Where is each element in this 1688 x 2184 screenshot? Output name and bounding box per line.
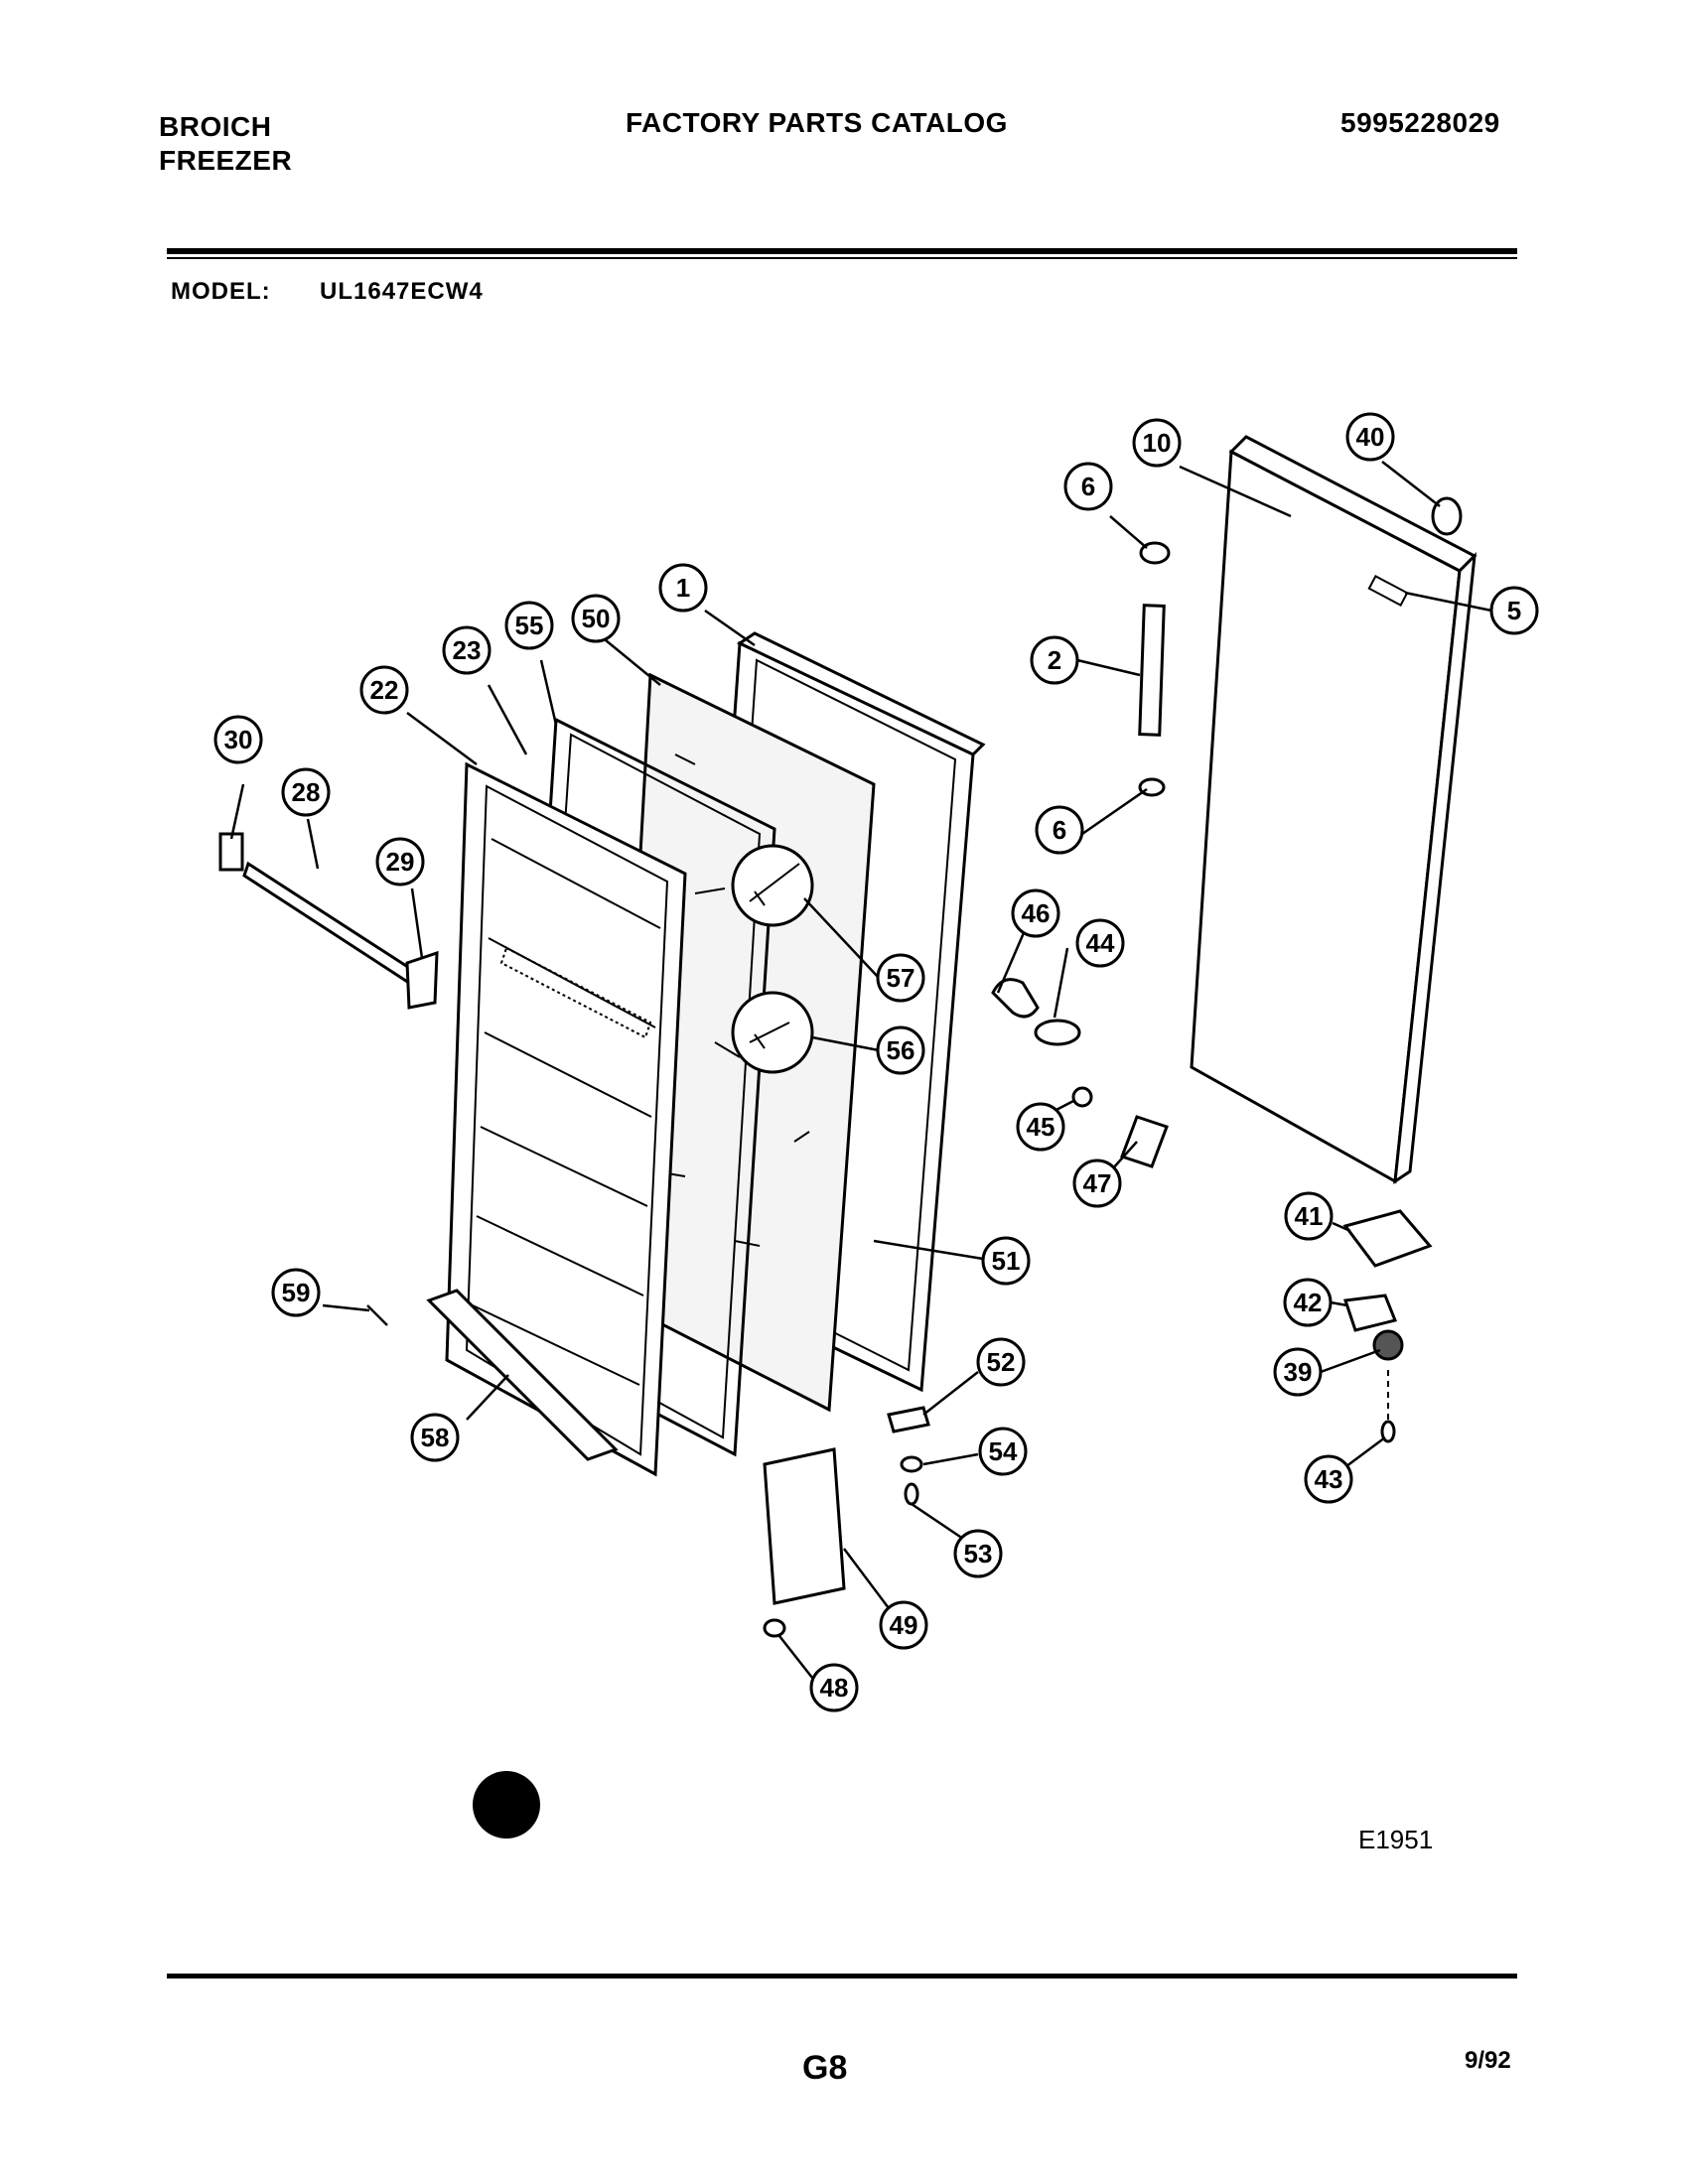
svg-text:42: 42 (1294, 1288, 1323, 1317)
model-label: MODEL: (171, 278, 271, 305)
callout-41: 41 (1284, 1191, 1334, 1241)
screw-59 (366, 1304, 388, 1326)
screw-detail-56 (731, 991, 814, 1074)
svg-text:48: 48 (820, 1673, 849, 1703)
callout-42: 42 (1283, 1278, 1333, 1327)
svg-text:44: 44 (1086, 928, 1115, 958)
svg-text:59: 59 (282, 1278, 311, 1307)
callout-1: 1 (658, 563, 708, 613)
callout-49: 49 (879, 1600, 928, 1650)
callout-5: 5 (1489, 586, 1539, 635)
callout-51: 51 (981, 1236, 1031, 1286)
callout-30: 30 (213, 715, 263, 764)
svg-text:2: 2 (1048, 645, 1061, 675)
diagram-code: E1951 (1358, 1825, 1434, 1854)
page-number: G8 (802, 2049, 848, 2087)
svg-text:49: 49 (890, 1610, 918, 1640)
svg-text:10: 10 (1143, 428, 1172, 458)
callout-29: 29 (375, 837, 425, 887)
svg-text:52: 52 (987, 1347, 1016, 1377)
svg-text:47: 47 (1083, 1168, 1112, 1198)
header-rule (167, 248, 1517, 254)
svg-text:6: 6 (1053, 815, 1066, 845)
callout-6-top: 6 (1063, 462, 1113, 511)
callout-58: 58 (410, 1413, 460, 1462)
door-stop-parts (991, 978, 1169, 1168)
svg-text:50: 50 (582, 604, 611, 633)
callout-2: 2 (1030, 635, 1079, 685)
svg-text:39: 39 (1284, 1357, 1313, 1387)
hinge-parts (1342, 496, 1463, 1443)
callout-23: 23 (442, 625, 492, 675)
page-date: 9/92 (1465, 2047, 1511, 2074)
svg-text:40: 40 (1356, 422, 1385, 452)
callout-53: 53 (953, 1529, 1003, 1578)
svg-text:55: 55 (515, 611, 544, 640)
callout-46: 46 (1011, 888, 1060, 938)
svg-text:58: 58 (421, 1423, 450, 1452)
svg-text:30: 30 (224, 725, 253, 754)
svg-text:51: 51 (992, 1246, 1021, 1276)
svg-text:41: 41 (1295, 1201, 1324, 1231)
callout-56: 56 (876, 1025, 925, 1075)
svg-text:1: 1 (676, 573, 690, 603)
leader-lines (229, 461, 1492, 1679)
callout-40: 40 (1345, 412, 1395, 462)
callout-28: 28 (281, 767, 331, 817)
catalog-number: 5995228029 (1340, 107, 1500, 138)
footer-rule (167, 1974, 1517, 1979)
svg-text:5: 5 (1507, 596, 1521, 625)
svg-text:28: 28 (292, 777, 321, 807)
callout-54: 54 (978, 1427, 1028, 1476)
inner-door-liner (445, 761, 687, 1477)
door-handle (1138, 541, 1171, 797)
svg-text:43: 43 (1315, 1464, 1343, 1494)
door-rail-assembly (218, 832, 439, 1010)
callout-55: 55 (504, 601, 554, 650)
svg-text:53: 53 (964, 1539, 993, 1569)
model-number: UL1647ECW4 (320, 278, 484, 305)
svg-text:6: 6 (1081, 472, 1095, 501)
kick-plate (426, 1289, 619, 1461)
hinge-cover-parts (763, 1406, 930, 1638)
callout-44: 44 (1075, 918, 1125, 968)
callout-47: 47 (1072, 1159, 1122, 1208)
callout-59: 59 (271, 1268, 321, 1317)
callout-52: 52 (976, 1337, 1026, 1387)
svg-text:29: 29 (386, 847, 415, 877)
screw-detail-57 (731, 844, 814, 927)
svg-text:23: 23 (453, 635, 482, 665)
punch-hole-mark (473, 1771, 540, 1839)
svg-text:22: 22 (370, 675, 399, 705)
header-rule-thin (167, 257, 1517, 259)
callout-6-bottom: 6 (1035, 805, 1084, 855)
callout-22: 22 (359, 665, 409, 715)
callout-48: 48 (809, 1663, 859, 1712)
svg-text:57: 57 (887, 963, 915, 993)
callout-57: 57 (876, 953, 925, 1003)
callout-50: 50 (571, 594, 621, 643)
svg-text:45: 45 (1027, 1112, 1055, 1142)
svg-text:54: 54 (989, 1436, 1018, 1466)
catalog-title: FACTORY PARTS CATALOG (626, 107, 1008, 138)
callout-10: 10 (1132, 418, 1182, 468)
callout-43: 43 (1304, 1454, 1353, 1504)
outer-door-panel (1190, 435, 1477, 1185)
svg-text:46: 46 (1022, 898, 1051, 928)
callout-45: 45 (1016, 1102, 1065, 1152)
brand-name: BROICH (159, 111, 272, 142)
svg-text:56: 56 (887, 1035, 915, 1065)
product-type: FREEZER (159, 145, 293, 176)
callout-39: 39 (1273, 1347, 1323, 1397)
